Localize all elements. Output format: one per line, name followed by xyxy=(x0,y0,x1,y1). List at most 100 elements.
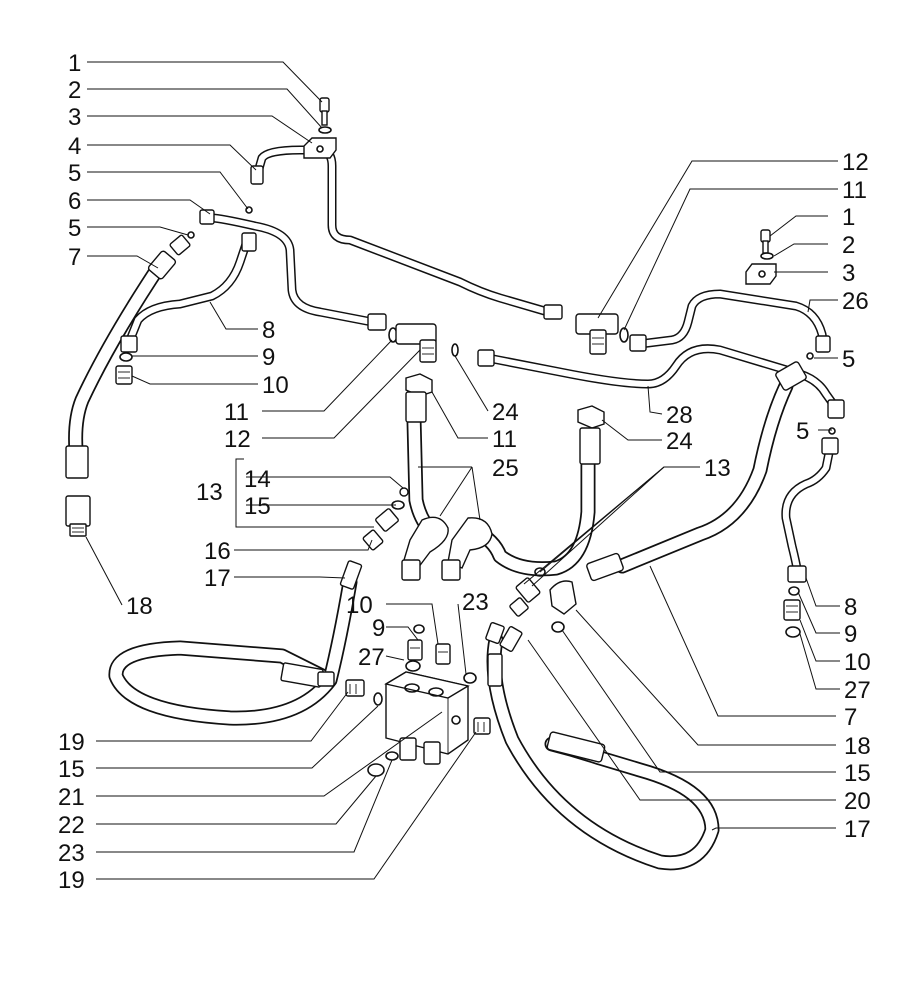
callout-right-1: 12 xyxy=(842,149,869,176)
callout-left-19: 18 xyxy=(126,593,153,620)
callout-right-19: 7 xyxy=(844,704,857,731)
callout-left-26: 21 xyxy=(58,784,85,811)
callout-left-9: 8 xyxy=(262,317,275,344)
washer-23-upper xyxy=(463,672,477,684)
callout-right-23: 17 xyxy=(844,816,871,843)
callout-right-9: 24 xyxy=(492,399,519,426)
callout-left-17: 16 xyxy=(204,538,231,565)
adapter-16 xyxy=(362,529,384,551)
o-ring-5-d xyxy=(828,427,836,435)
bolt-1-right xyxy=(760,229,771,254)
hose-25-fitting-top-left xyxy=(405,391,427,423)
callout-left-6: 6 xyxy=(68,188,81,215)
hose-7-right xyxy=(614,378,794,574)
callout-right-3: 1 xyxy=(842,204,855,231)
callout-right-18: 27 xyxy=(844,677,871,704)
hose-7-right-top-fitting xyxy=(775,361,807,391)
callout-left-22: 27 xyxy=(358,644,385,671)
callout-right-2: 11 xyxy=(842,177,867,204)
hose-7-right-bottom-fitting xyxy=(586,552,624,582)
callout-left-15: 14 xyxy=(244,466,271,493)
hose-25-elbow-right xyxy=(447,517,493,569)
callout-left-24: 19 xyxy=(58,729,85,756)
callout-left-13: 12 xyxy=(224,426,251,453)
group-13-bracket xyxy=(235,458,244,528)
callout-right-6: 26 xyxy=(842,288,869,315)
hose-25-elbow-right-nut xyxy=(441,559,461,581)
callout-left-12: 11 xyxy=(224,399,249,426)
pipe-26-nut-right xyxy=(815,335,831,353)
washer-2-right xyxy=(760,252,774,260)
hose-17-right-top-nut xyxy=(485,622,505,644)
pipe-26-nut-left xyxy=(629,334,647,352)
callout-right-11: 24 xyxy=(666,428,693,455)
callout-right-16: 9 xyxy=(844,621,857,648)
callout-left-20: 10 xyxy=(346,592,373,619)
callout-right-22: 20 xyxy=(844,788,871,815)
callout-right-4: 2 xyxy=(842,232,855,259)
adapter-10-center xyxy=(407,639,451,665)
pipe-4-nut-left xyxy=(250,165,264,185)
elbow-20 xyxy=(549,580,577,615)
callout-right-15: 8 xyxy=(844,594,857,621)
callout-left-1: 1 xyxy=(68,50,81,77)
hose-7-left-top-nut xyxy=(169,234,191,256)
callout-left-27: 22 xyxy=(58,812,85,839)
o-ring-11-right xyxy=(619,327,629,343)
pipe-6-nut-left xyxy=(199,209,215,225)
hose-17-left-end xyxy=(317,671,335,687)
pipe-8-nut-bottom xyxy=(120,335,138,353)
o-ring-27-center xyxy=(405,660,421,672)
washer-23-lower xyxy=(385,751,399,761)
hose-17-left-top-fitting xyxy=(339,560,363,590)
adapter-10-left xyxy=(115,365,133,385)
nut-24-right xyxy=(577,405,605,429)
pipe-28-nut-right xyxy=(827,399,845,419)
fittings xyxy=(65,97,845,777)
callout-right-13: 5 xyxy=(796,418,809,445)
rigid-pipe-6 xyxy=(207,213,377,327)
callout-left-7: 5 xyxy=(68,215,81,242)
callout-left-8: 7 xyxy=(68,244,81,271)
pipe-28-nut-left xyxy=(477,349,495,367)
callout-left-21: 9 xyxy=(372,615,385,642)
callout-right-8: 28 xyxy=(666,402,693,429)
o-ring-13-a xyxy=(534,567,546,577)
hose-25-elbow-left-nut xyxy=(401,559,421,581)
valve-block-21 xyxy=(384,671,470,765)
clamp-3-right xyxy=(745,263,777,285)
rigid-pipe-4 xyxy=(253,145,553,317)
o-ring-9-center xyxy=(413,624,425,634)
rigid-pipe-26 xyxy=(635,289,829,351)
pipe-8-nut-top xyxy=(241,232,257,252)
pipe-4-nut-right xyxy=(543,304,563,320)
callout-left-3: 3 xyxy=(68,104,81,131)
callout-left-28: 23 xyxy=(58,840,85,867)
o-ring-5-a xyxy=(245,206,253,214)
callout-right-7: 5 xyxy=(842,346,855,373)
o-ring-15-b xyxy=(373,692,383,706)
adapter-18-right xyxy=(499,626,523,652)
callout-left-18: 17 xyxy=(204,565,231,592)
adapter-19-upper xyxy=(345,679,365,697)
rigid-pipe-8-right xyxy=(781,443,835,579)
hose-17-right-top-fitting xyxy=(487,653,503,687)
o-ring-5-c xyxy=(806,352,814,360)
pipe-6-nut-right xyxy=(367,313,387,331)
nut-22 xyxy=(367,763,385,777)
callout-right-14: 13 xyxy=(704,455,731,482)
rigid-pipe-28 xyxy=(483,344,841,413)
callout-left-16: 15 xyxy=(244,493,271,520)
callout-left-10: 9 xyxy=(262,344,275,371)
adapter-10-right xyxy=(783,599,801,621)
callout-right-20: 18 xyxy=(844,733,871,760)
callout-numbers: 1 2 3 4 5 6 5 7 8 9 10 11 12 13 14 15 16… xyxy=(58,50,871,894)
callout-right-5: 3 xyxy=(842,260,855,287)
callout-right-10: 11 xyxy=(492,426,517,453)
adapter-19-lower xyxy=(473,717,491,735)
callout-left-5: 5 xyxy=(68,160,81,187)
rigid-pipe-8-left xyxy=(125,239,251,345)
callout-left-29: 19 xyxy=(58,867,85,894)
tee-fitting-12-left xyxy=(395,323,437,363)
